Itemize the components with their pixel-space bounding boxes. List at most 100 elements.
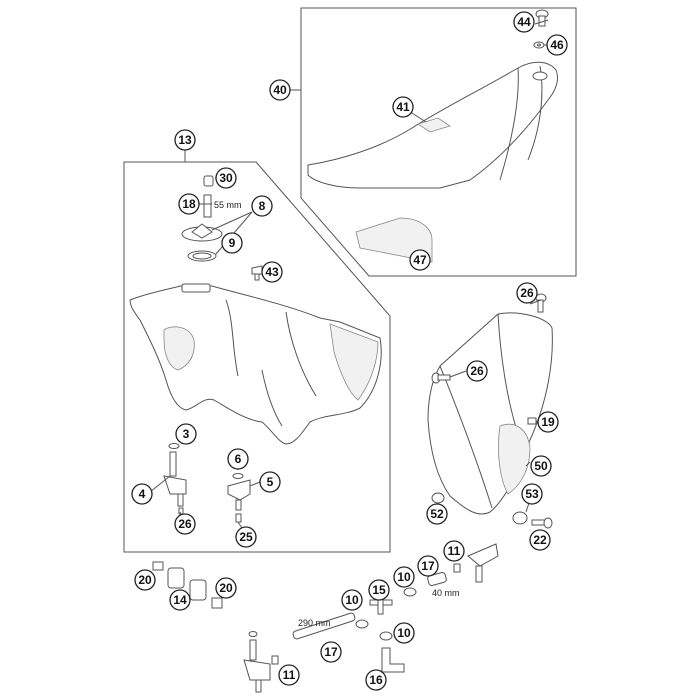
svg-text:53: 53	[525, 487, 539, 501]
spoiler-screw-bottom[interactable]	[531, 517, 553, 529]
tank-spoiler[interactable]	[427, 312, 553, 515]
dimension-55mm: 55 mm	[214, 200, 242, 210]
seat-washer[interactable]	[533, 41, 545, 49]
svg-text:47: 47	[413, 253, 427, 267]
fuel-tap-bottom-left[interactable]	[243, 639, 271, 693]
svg-text:4: 4	[139, 487, 146, 501]
callout-43: 43	[261, 261, 283, 283]
clamp-10-b[interactable]	[355, 619, 369, 629]
fuel-cap[interactable]	[181, 223, 223, 242]
svg-text:43: 43	[265, 265, 279, 279]
svg-text:18: 18	[182, 197, 196, 211]
callout-9: 9	[221, 232, 243, 254]
svg-text:10: 10	[397, 570, 411, 584]
spoiler-decal[interactable]	[498, 423, 531, 495]
callout-10-b: 10	[341, 589, 363, 611]
fuel-hose-290mm[interactable]	[292, 612, 356, 640]
svg-text:46: 46	[550, 38, 564, 52]
callout-26-spoiler-top: 26	[516, 282, 538, 304]
fuel-tank[interactable]	[129, 283, 382, 445]
svg-text:19: 19	[541, 415, 555, 429]
clamp-10-a[interactable]	[403, 587, 417, 597]
rubber-bushing[interactable]	[167, 567, 185, 589]
callout-26-tank: 26	[174, 513, 196, 535]
callout-14: 14	[169, 589, 191, 611]
callout-17-right: 17	[417, 555, 439, 577]
callout-8: 8	[251, 195, 273, 217]
callout-46: 46	[546, 34, 568, 56]
svg-text:17: 17	[421, 559, 435, 573]
grommet-right-screw[interactable]	[211, 597, 223, 609]
svg-text:41: 41	[396, 100, 410, 114]
callout-25: 25	[235, 526, 257, 548]
svg-text:15: 15	[372, 583, 386, 597]
tank-screw[interactable]	[251, 265, 263, 281]
rubber-bushing-2[interactable]	[189, 579, 207, 601]
callout-10-c: 10	[393, 622, 415, 644]
fuel-tap-right[interactable]	[227, 479, 251, 511]
svg-text:16: 16	[369, 673, 383, 687]
callout-47: 47	[409, 249, 431, 271]
hose-clamp-11-right[interactable]	[453, 563, 461, 573]
fuel-tap-bottom-right[interactable]	[467, 543, 499, 583]
tap-o-ring-bottom[interactable]	[248, 631, 258, 637]
callout-19: 19	[537, 411, 559, 433]
callout-16: 16	[365, 669, 387, 691]
seat-cover-strap[interactable]	[417, 117, 451, 133]
svg-text:10: 10	[397, 626, 411, 640]
svg-text:17: 17	[324, 645, 338, 659]
fuel-tap-left[interactable]	[163, 451, 187, 507]
svg-text:26: 26	[470, 364, 484, 378]
svg-text:14: 14	[173, 593, 187, 607]
svg-text:11: 11	[448, 544, 461, 558]
svg-text:8: 8	[259, 199, 266, 213]
vent-hose[interactable]	[203, 194, 212, 218]
callout-26-spoiler-left: 26	[466, 360, 488, 382]
tap-screw-right[interactable]	[235, 513, 242, 523]
spoiler-clip[interactable]	[527, 417, 537, 425]
svg-text:3: 3	[183, 427, 190, 441]
svg-text:5: 5	[267, 475, 274, 489]
callout-53: 53	[521, 483, 543, 505]
callout-41: 41	[392, 96, 414, 118]
spoiler-screw-left[interactable]	[431, 372, 451, 384]
fuel-elbow[interactable]	[381, 647, 405, 673]
svg-text:20: 20	[219, 581, 233, 595]
fuel-tank-group-frame	[123, 161, 391, 553]
spoiler-collar[interactable]	[512, 511, 528, 525]
spoiler-bushing[interactable]	[431, 492, 445, 504]
vent-valve[interactable]	[203, 175, 214, 187]
callout-20-left: 20	[134, 569, 156, 591]
svg-text:22: 22	[533, 533, 547, 547]
callout-50: 50	[530, 455, 552, 477]
tap-o-ring-right[interactable]	[232, 473, 244, 479]
svg-text:26: 26	[178, 517, 192, 531]
svg-text:30: 30	[219, 171, 233, 185]
svg-text:50: 50	[534, 459, 548, 473]
svg-text:11: 11	[283, 668, 296, 682]
callout-40: 40	[269, 79, 291, 101]
dimension-290mm: 290 mm	[298, 618, 331, 628]
svg-text:13: 13	[178, 133, 192, 147]
callout-15: 15	[368, 579, 390, 601]
seat-group-frame	[300, 7, 577, 277]
tap-o-ring-left[interactable]	[168, 443, 180, 449]
svg-text:6: 6	[235, 452, 242, 466]
clamp-10-c[interactable]	[379, 631, 393, 641]
seat-foam-piece[interactable]	[355, 217, 433, 263]
svg-text:25: 25	[239, 530, 253, 544]
callout-30: 30	[215, 167, 237, 189]
svg-text:9: 9	[229, 236, 236, 250]
callout-22: 22	[529, 529, 551, 551]
fuel-hose-40mm[interactable]	[427, 572, 447, 586]
callout-18: 18	[178, 193, 200, 215]
svg-text:44: 44	[517, 15, 531, 29]
dimension-40mm: 40 mm	[432, 588, 460, 598]
grommet-left-screw[interactable]	[152, 561, 164, 571]
hose-clamp-11-left[interactable]	[271, 655, 279, 665]
svg-text:26: 26	[520, 286, 534, 300]
spoiler-screw-top[interactable]	[535, 293, 547, 313]
callout-5: 5	[259, 471, 281, 493]
svg-text:40: 40	[273, 83, 287, 97]
callout-3: 3	[175, 423, 197, 445]
